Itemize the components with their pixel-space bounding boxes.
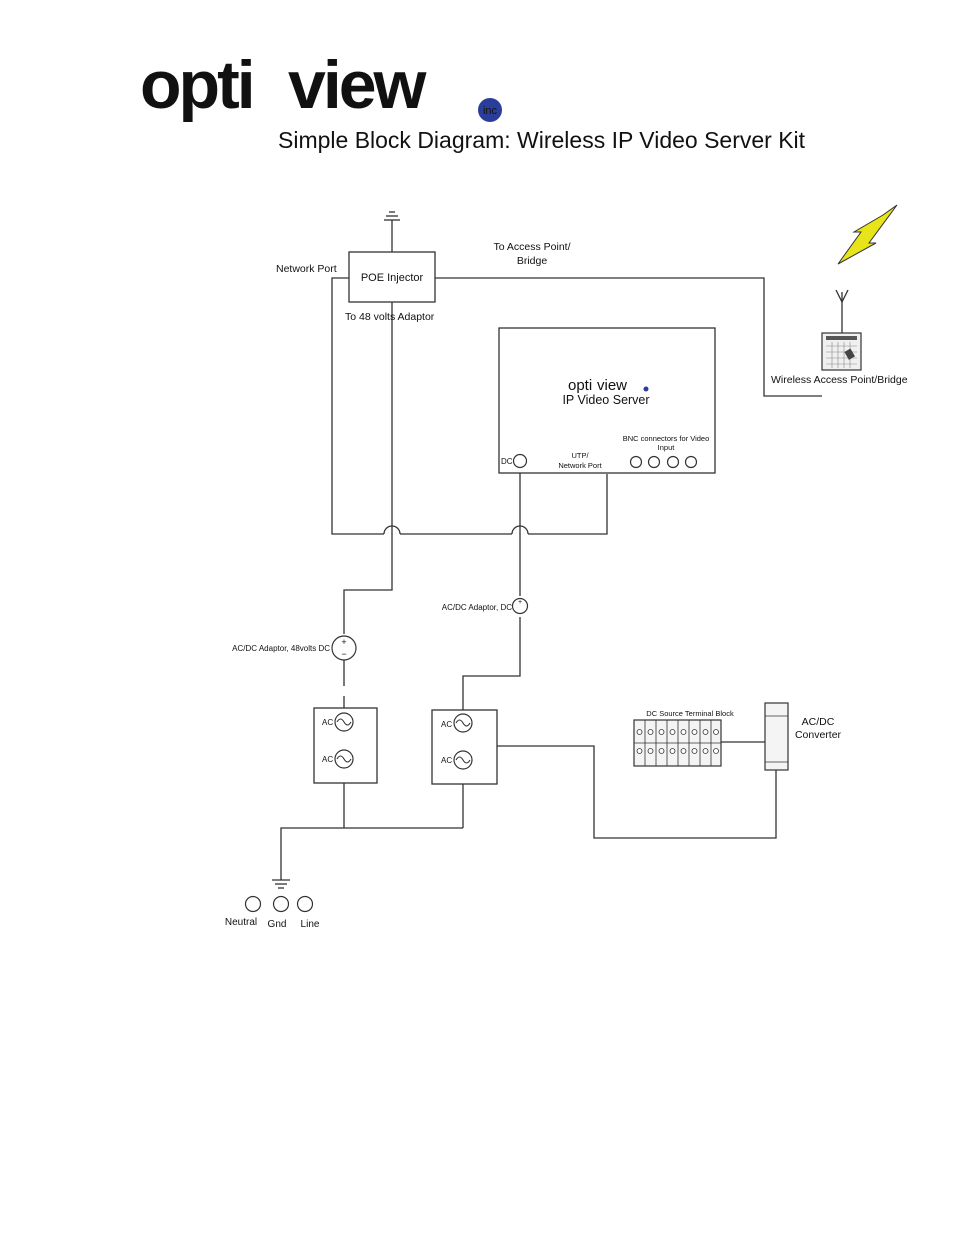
- to-access-point-label-line2: Bridge: [517, 255, 548, 267]
- optiview-logo-art: opti view inc: [140, 47, 502, 123]
- wireless-access-point-icon: [821, 332, 862, 371]
- server-logo-dot: [643, 386, 649, 392]
- bnc-connector-icon: [666, 455, 680, 469]
- bnc-connectors-label-line1: BNC connectors for Video: [623, 434, 710, 443]
- bnc-connectors: [629, 455, 698, 469]
- wire-poe-to-access-point: [435, 277, 822, 397]
- server-logo-grey: opti: [568, 377, 592, 394]
- ac-box-2-label-bottom: AC: [441, 756, 452, 765]
- ground-terminal-icon: [272, 895, 290, 913]
- to-access-point-label-line1: To Access Point/: [493, 241, 570, 253]
- poe-injector-box: [348, 251, 436, 303]
- bnc-connector-icon: [647, 455, 661, 469]
- wire-ac-to-mains: [280, 827, 463, 880]
- dc-terminal-block-icon: [633, 719, 722, 767]
- page-title: Simple Block Diagram: Wireless IP Video …: [278, 127, 806, 153]
- 48v-adaptor-plus: +: [341, 637, 346, 647]
- lightning-icon: [837, 204, 898, 265]
- wiring: [272, 211, 849, 889]
- ac-box-2-label-top: AC: [441, 720, 452, 729]
- mains-terminals: [244, 895, 314, 913]
- utp-label-line2: Network Port: [558, 461, 602, 470]
- neutral-label: Neutral: [225, 917, 257, 928]
- gnd-label: Gnd: [268, 919, 287, 930]
- dc-terminal-block-label: DC Source Terminal Block: [646, 709, 734, 718]
- utp-label-line1: UTP/: [571, 451, 589, 460]
- ac-box-1-label-top: AC: [322, 718, 333, 727]
- acdc-converter-label-line1: AC/DC: [802, 716, 835, 728]
- wire-network-port-left: [331, 277, 384, 535]
- line-terminal-icon: [296, 895, 314, 913]
- logo-text-grey: opti: [140, 58, 253, 123]
- 48v-adaptor-minus: −: [341, 649, 346, 659]
- poe-injector-label: POE Injector: [361, 272, 424, 284]
- acdc-converter-icon: [764, 702, 789, 771]
- wire-to-utp-port: [528, 474, 608, 535]
- dc-adaptor-source-icon: [511, 597, 529, 615]
- server-dc-jack-icon: [512, 453, 528, 469]
- server-logo-blue: view: [597, 377, 627, 394]
- dc-adaptor-plus: +: [518, 599, 522, 606]
- wire-ac-to-converter: [497, 745, 777, 839]
- wire-poe-to-48v-adaptor: [343, 302, 393, 634]
- logo-inc-badge: [478, 98, 502, 122]
- 48v-adaptor-source-icon: [331, 635, 357, 661]
- ac-box-1-label-bottom: AC: [322, 755, 333, 764]
- ac-box-1: [313, 707, 378, 784]
- acdc-converter-label-line2: Converter: [795, 729, 842, 741]
- bnc-connectors-label-line2: Input: [658, 443, 676, 452]
- acdc-48v-label: AC/DC Adaptor, 48volts DC: [232, 644, 330, 653]
- server-dc-label: DC: [501, 457, 513, 466]
- line-label: Line: [301, 919, 320, 930]
- optiview-logo: opti view inc: [140, 47, 510, 128]
- logo-inc-text: inc: [483, 105, 498, 117]
- bnc-connector-icon: [684, 455, 698, 469]
- bnc-connector-icon: [629, 455, 643, 469]
- to-48v-adaptor-label: To 48 volts Adaptor: [345, 311, 435, 323]
- acdc-dc-label: AC/DC Adaptor, DC: [442, 603, 512, 612]
- ip-video-server-box: [498, 327, 716, 474]
- network-port-label: Network Port: [276, 263, 337, 275]
- neutral-terminal-icon: [244, 895, 262, 913]
- ip-video-server-label: IP Video Server: [562, 393, 649, 407]
- logo-text-blue: view: [288, 58, 428, 123]
- wireless-ap-label: Wireless Access Point/Bridge: [771, 374, 908, 386]
